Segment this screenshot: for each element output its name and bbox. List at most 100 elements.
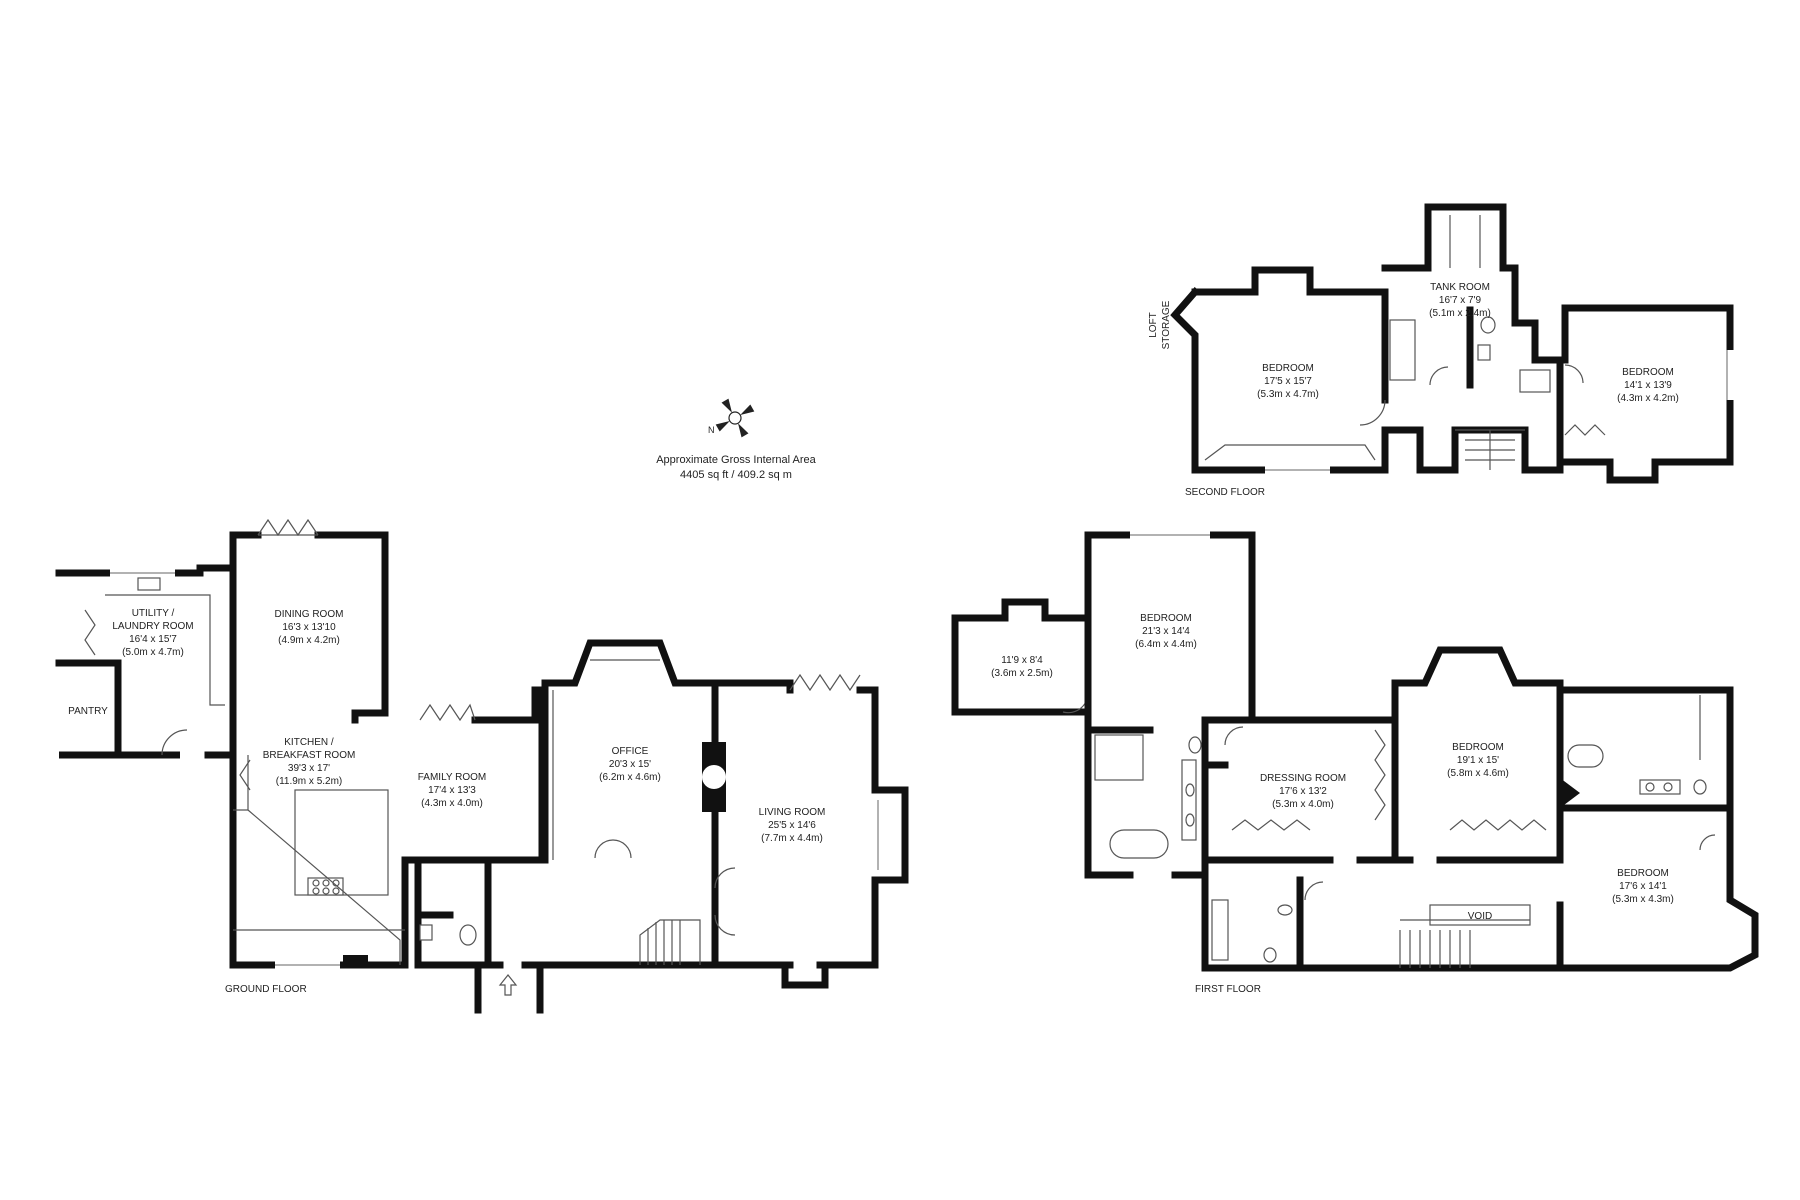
hob xyxy=(307,877,344,896)
area-title: Approximate Gross Internal Area xyxy=(656,454,816,466)
svg-text:11'9 x 8'4: 11'9 x 8'4 xyxy=(1001,655,1043,666)
svg-text:BEDROOM: BEDROOM xyxy=(1617,868,1669,879)
svg-text:(4.3m x 4.2m): (4.3m x 4.2m) xyxy=(1617,393,1679,404)
room-ff-bedroom-19: BEDROOM 19'1 x 15' (5.8m x 4.6m) xyxy=(1447,742,1509,779)
svg-text:(11.9m x 5.2m): (11.9m x 5.2m) xyxy=(276,776,343,787)
svg-text:OFFICE: OFFICE xyxy=(612,746,649,757)
void-label: VOID xyxy=(1468,911,1492,922)
svg-text:KITCHEN /: KITCHEN / xyxy=(284,737,334,748)
room-ff-bedroom-21: BEDROOM 21'3 x 14'4 (6.4m x 4.4m) xyxy=(1135,613,1197,650)
entrance-arrow-icon xyxy=(498,974,518,996)
ground-floor-plan xyxy=(55,518,909,1014)
svg-text:17'6 x 13'2: 17'6 x 13'2 xyxy=(1279,786,1327,797)
tank xyxy=(1389,319,1416,381)
svg-text:UTILITY /: UTILITY / xyxy=(132,608,175,619)
room-living: LIVING ROOM 25'5 x 14'6 (7.7m x 4.4m) xyxy=(759,807,826,844)
wc xyxy=(459,924,477,946)
svg-text:STORAGE: STORAGE xyxy=(1161,300,1172,349)
svg-text:16'3 x 13'10: 16'3 x 13'10 xyxy=(282,622,336,633)
utility-sink xyxy=(137,577,161,591)
room-sf-bedroom-14: BEDROOM 14'1 x 13'9 (4.3m x 4.2m) xyxy=(1617,367,1679,404)
svg-text:PANTRY: PANTRY xyxy=(68,706,108,717)
svg-text:39'3 x 17': 39'3 x 17' xyxy=(288,763,330,774)
compass-icon: N xyxy=(708,398,755,438)
utility-walls xyxy=(55,564,237,759)
svg-text:BREAKFAST ROOM: BREAKFAST ROOM xyxy=(263,750,356,761)
svg-text:19'1 x 15': 19'1 x 15' xyxy=(1457,755,1499,766)
room-utility: UTILITY / LAUNDRY ROOM 16'4 x 15'7 (5.0m… xyxy=(112,608,193,658)
svg-text:LAUNDRY ROOM: LAUNDRY ROOM xyxy=(112,621,193,632)
room-dressing: DRESSING ROOM 17'6 x 13'2 (5.3m x 4.0m) xyxy=(1260,773,1346,810)
first-floor-plan xyxy=(951,531,1759,972)
svg-text:25'5 x 14'6: 25'5 x 14'6 xyxy=(768,820,816,831)
room-loft-storage: LOFT STORAGE xyxy=(1148,300,1172,349)
svg-text:21'3 x 14'4: 21'3 x 14'4 xyxy=(1142,626,1190,637)
svg-text:LIVING ROOM: LIVING ROOM xyxy=(759,807,826,818)
second-floor-plan xyxy=(1170,203,1734,484)
svg-text:(4.3m x 4.0m): (4.3m x 4.0m) xyxy=(421,798,483,809)
living-hall-walls xyxy=(484,679,909,969)
svg-text:(6.2m x 4.6m): (6.2m x 4.6m) xyxy=(599,772,661,783)
svg-text:(5.3m x 4.0m): (5.3m x 4.0m) xyxy=(1272,799,1334,810)
sf-bedroom-14-walls xyxy=(1556,304,1734,484)
svg-text:BEDROOM: BEDROOM xyxy=(1140,613,1192,624)
ff-bath xyxy=(1109,829,1169,859)
svg-text:17'6 x 14'1: 17'6 x 14'1 xyxy=(1619,881,1667,892)
ff-bedroom-21-walls xyxy=(1084,531,1256,879)
compass-label: N xyxy=(708,425,715,435)
svg-text:LOFT: LOFT xyxy=(1148,312,1159,338)
fireplace xyxy=(343,955,368,965)
ff-staircase xyxy=(1399,919,1530,968)
svg-text:(3.6m x 2.5m): (3.6m x 2.5m) xyxy=(991,668,1053,679)
svg-text:(5.0m x 4.7m): (5.0m x 4.7m) xyxy=(122,647,184,658)
svg-text:DINING ROOM: DINING ROOM xyxy=(275,609,344,620)
second-floor-label: SECOND FLOOR xyxy=(1185,487,1265,498)
svg-text:(5.8m x 4.6m): (5.8m x 4.6m) xyxy=(1447,768,1509,779)
room-tank: TANK ROOM 16'7 x 7'9 (5.1m x 2.4m) xyxy=(1429,282,1491,319)
svg-text:FAMILY ROOM: FAMILY ROOM xyxy=(418,772,487,783)
svg-text:16'7 x 7'9: 16'7 x 7'9 xyxy=(1439,295,1482,306)
ff-bedroom-17-walls xyxy=(1556,804,1759,972)
svg-text:(5.1m x 2.4m): (5.1m x 2.4m) xyxy=(1429,308,1491,319)
sf-shower xyxy=(1519,369,1551,393)
ff-bathtub xyxy=(1211,899,1229,961)
svg-text:(4.9m x 4.2m): (4.9m x 4.2m) xyxy=(278,635,340,646)
staircase xyxy=(639,919,701,965)
ff-small-room-walls xyxy=(951,598,1092,716)
room-sf-bedroom-17: BEDROOM 17'5 x 15'7 (5.3m x 4.7m) xyxy=(1257,363,1319,400)
svg-text:TANK ROOM: TANK ROOM xyxy=(1430,282,1490,293)
svg-text:(6.4m x 4.4m): (6.4m x 4.4m) xyxy=(1135,639,1197,650)
svg-text:BEDROOM: BEDROOM xyxy=(1452,742,1504,753)
sf-staircase xyxy=(1465,430,1515,470)
void-box xyxy=(1429,904,1531,926)
svg-text:16'4 x 15'7: 16'4 x 15'7 xyxy=(129,634,177,645)
svg-text:14'1 x 13'9: 14'1 x 13'9 xyxy=(1624,380,1672,391)
ff-bedroom-19-walls xyxy=(1391,646,1564,864)
ff-landing-walls xyxy=(1201,856,1564,972)
svg-text:BEDROOM: BEDROOM xyxy=(1262,363,1314,374)
room-pantry: PANTRY xyxy=(68,706,108,717)
sf-bedroom-17-walls xyxy=(1170,266,1389,474)
first-floor-label: FIRST FLOOR xyxy=(1195,984,1261,995)
room-family: FAMILY ROOM 17'4 x 13'3 (4.3m x 4.0m) xyxy=(418,772,487,809)
ff-freestanding-bath xyxy=(1567,744,1604,768)
svg-text:(5.3m x 4.3m): (5.3m x 4.3m) xyxy=(1612,894,1674,905)
room-dining: DINING ROOM 16'3 x 13'10 (4.9m x 4.2m) xyxy=(275,609,344,646)
room-kitchen: KITCHEN / BREAKFAST ROOM 39'3 x 17' (11.… xyxy=(263,737,356,787)
svg-text:17'5 x 15'7: 17'5 x 15'7 xyxy=(1264,376,1312,387)
svg-text:BEDROOM: BEDROOM xyxy=(1622,367,1674,378)
room-ff-small: 11'9 x 8'4 (3.6m x 2.5m) xyxy=(991,655,1053,679)
svg-text:17'4 x 13'3: 17'4 x 13'3 xyxy=(428,785,476,796)
ff-vanity xyxy=(1181,759,1197,841)
svg-text:DRESSING ROOM: DRESSING ROOM xyxy=(1260,773,1346,784)
svg-text:20'3 x 15': 20'3 x 15' xyxy=(609,759,651,770)
room-office: OFFICE 20'3 x 15' (6.2m x 4.6m) xyxy=(599,746,661,783)
ground-floor-label: GROUND FLOOR xyxy=(225,984,307,995)
room-ff-bedroom-17: BEDROOM 17'6 x 14'1 (5.3m x 4.3m) xyxy=(1612,868,1674,905)
ff-shower xyxy=(1094,734,1144,781)
svg-text:(7.7m x 4.4m): (7.7m x 4.4m) xyxy=(761,833,823,844)
svg-text:(5.3m x 4.7m): (5.3m x 4.7m) xyxy=(1257,389,1319,400)
office-walls xyxy=(541,639,719,872)
area-value: 4405 sq ft / 409.2 sq m xyxy=(680,469,792,481)
